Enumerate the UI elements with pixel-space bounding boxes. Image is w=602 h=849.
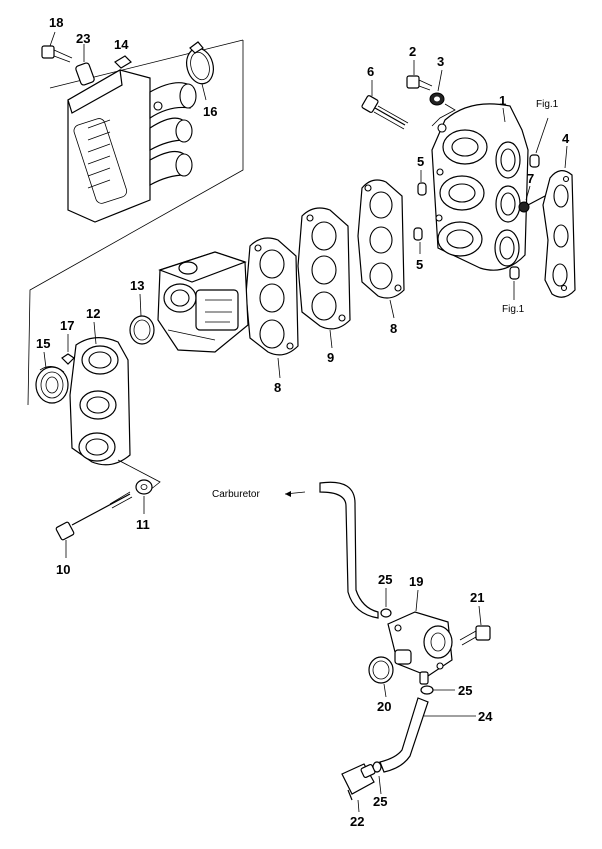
callout-16: 16 (203, 104, 217, 119)
callout-24: 24 (478, 709, 493, 724)
part-8-gasket-lower (245, 237, 299, 379)
part-5-dowel-upper (417, 170, 427, 196)
part-14-intake-silencer (67, 55, 197, 223)
part-2-screw (406, 60, 433, 91)
callout-8-upper: 8 (390, 321, 397, 336)
part-20-o-ring (368, 656, 394, 698)
part-13-o-ring (129, 293, 155, 345)
part-23-collar (75, 44, 95, 86)
fig1-label-top: Fig.1 (536, 99, 559, 110)
callout-8-lower: 8 (274, 380, 281, 395)
callout-5-lower: 5 (416, 257, 423, 272)
part-25-clip-right (420, 685, 455, 695)
part-22-fuel-connector (341, 763, 376, 813)
carburetor-direction-arrow (284, 491, 306, 497)
part-21-screw (459, 605, 491, 646)
callout-12: 12 (86, 306, 100, 321)
part-25-clip-upper (380, 588, 392, 618)
callout-22: 22 (350, 814, 364, 829)
callout-1: 1 (499, 93, 506, 108)
callout-14: 14 (114, 37, 129, 52)
part-10-bolt (55, 491, 133, 558)
callout-18: 18 (49, 15, 63, 30)
part-16-hose-clamp (186, 41, 214, 101)
callout-25-lower: 25 (373, 794, 387, 809)
callout-25-upper: 25 (378, 572, 392, 587)
callout-5-upper: 5 (417, 154, 424, 169)
carburetor-label: Carburetor (212, 489, 260, 500)
fig1-label-bottom: Fig.1 (502, 304, 525, 315)
part-15-grommet (35, 351, 69, 404)
part-11-washer (135, 479, 153, 514)
callout-25-right: 25 (458, 683, 472, 698)
part-12-intake-adapter (69, 321, 161, 491)
fig1-pin-upper (529, 117, 549, 168)
callout-numbers: 18 23 14 16 2 3 6 1 4 5 5 7 8 9 8 13 12 … (36, 15, 570, 829)
callout-10: 10 (56, 562, 70, 577)
callout-9: 9 (327, 350, 334, 365)
callout-20: 20 (377, 699, 391, 714)
callout-7: 7 (527, 171, 534, 186)
part-4-manifold-gasket (542, 145, 576, 298)
part-17-clip (61, 334, 75, 365)
part-7-bolt (518, 185, 546, 213)
callout-13: 13 (130, 278, 144, 293)
callout-11: 11 (136, 517, 150, 532)
callout-23: 23 (76, 31, 90, 46)
callout-2: 2 (409, 44, 416, 59)
part-9-insulator (297, 207, 351, 349)
part-1-intake-manifold (431, 103, 529, 271)
callout-19: 19 (409, 574, 423, 589)
callout-6: 6 (367, 64, 374, 79)
part-18-screw (41, 31, 73, 63)
callout-3: 3 (437, 54, 444, 69)
callout-21: 21 (470, 590, 484, 605)
callout-17: 17 (60, 318, 74, 333)
carburetor-body (157, 251, 249, 353)
callout-15: 15 (36, 336, 50, 351)
part-25-clip-lower (372, 761, 382, 795)
part-6-bolt (361, 80, 409, 130)
callout-4: 4 (562, 131, 570, 146)
part-24-fuel-hose (379, 697, 476, 773)
part-3-washer (429, 69, 456, 127)
part-8-gasket-upper (357, 179, 405, 319)
text-labels: Fig.1 Fig.1 Carburetor (212, 99, 559, 500)
fig1-pin-lower (509, 266, 520, 300)
fuel-hose-to-carburetor (319, 481, 379, 619)
part-19-fuel-pump (387, 589, 453, 685)
part-5-dowel-lower (413, 227, 423, 254)
